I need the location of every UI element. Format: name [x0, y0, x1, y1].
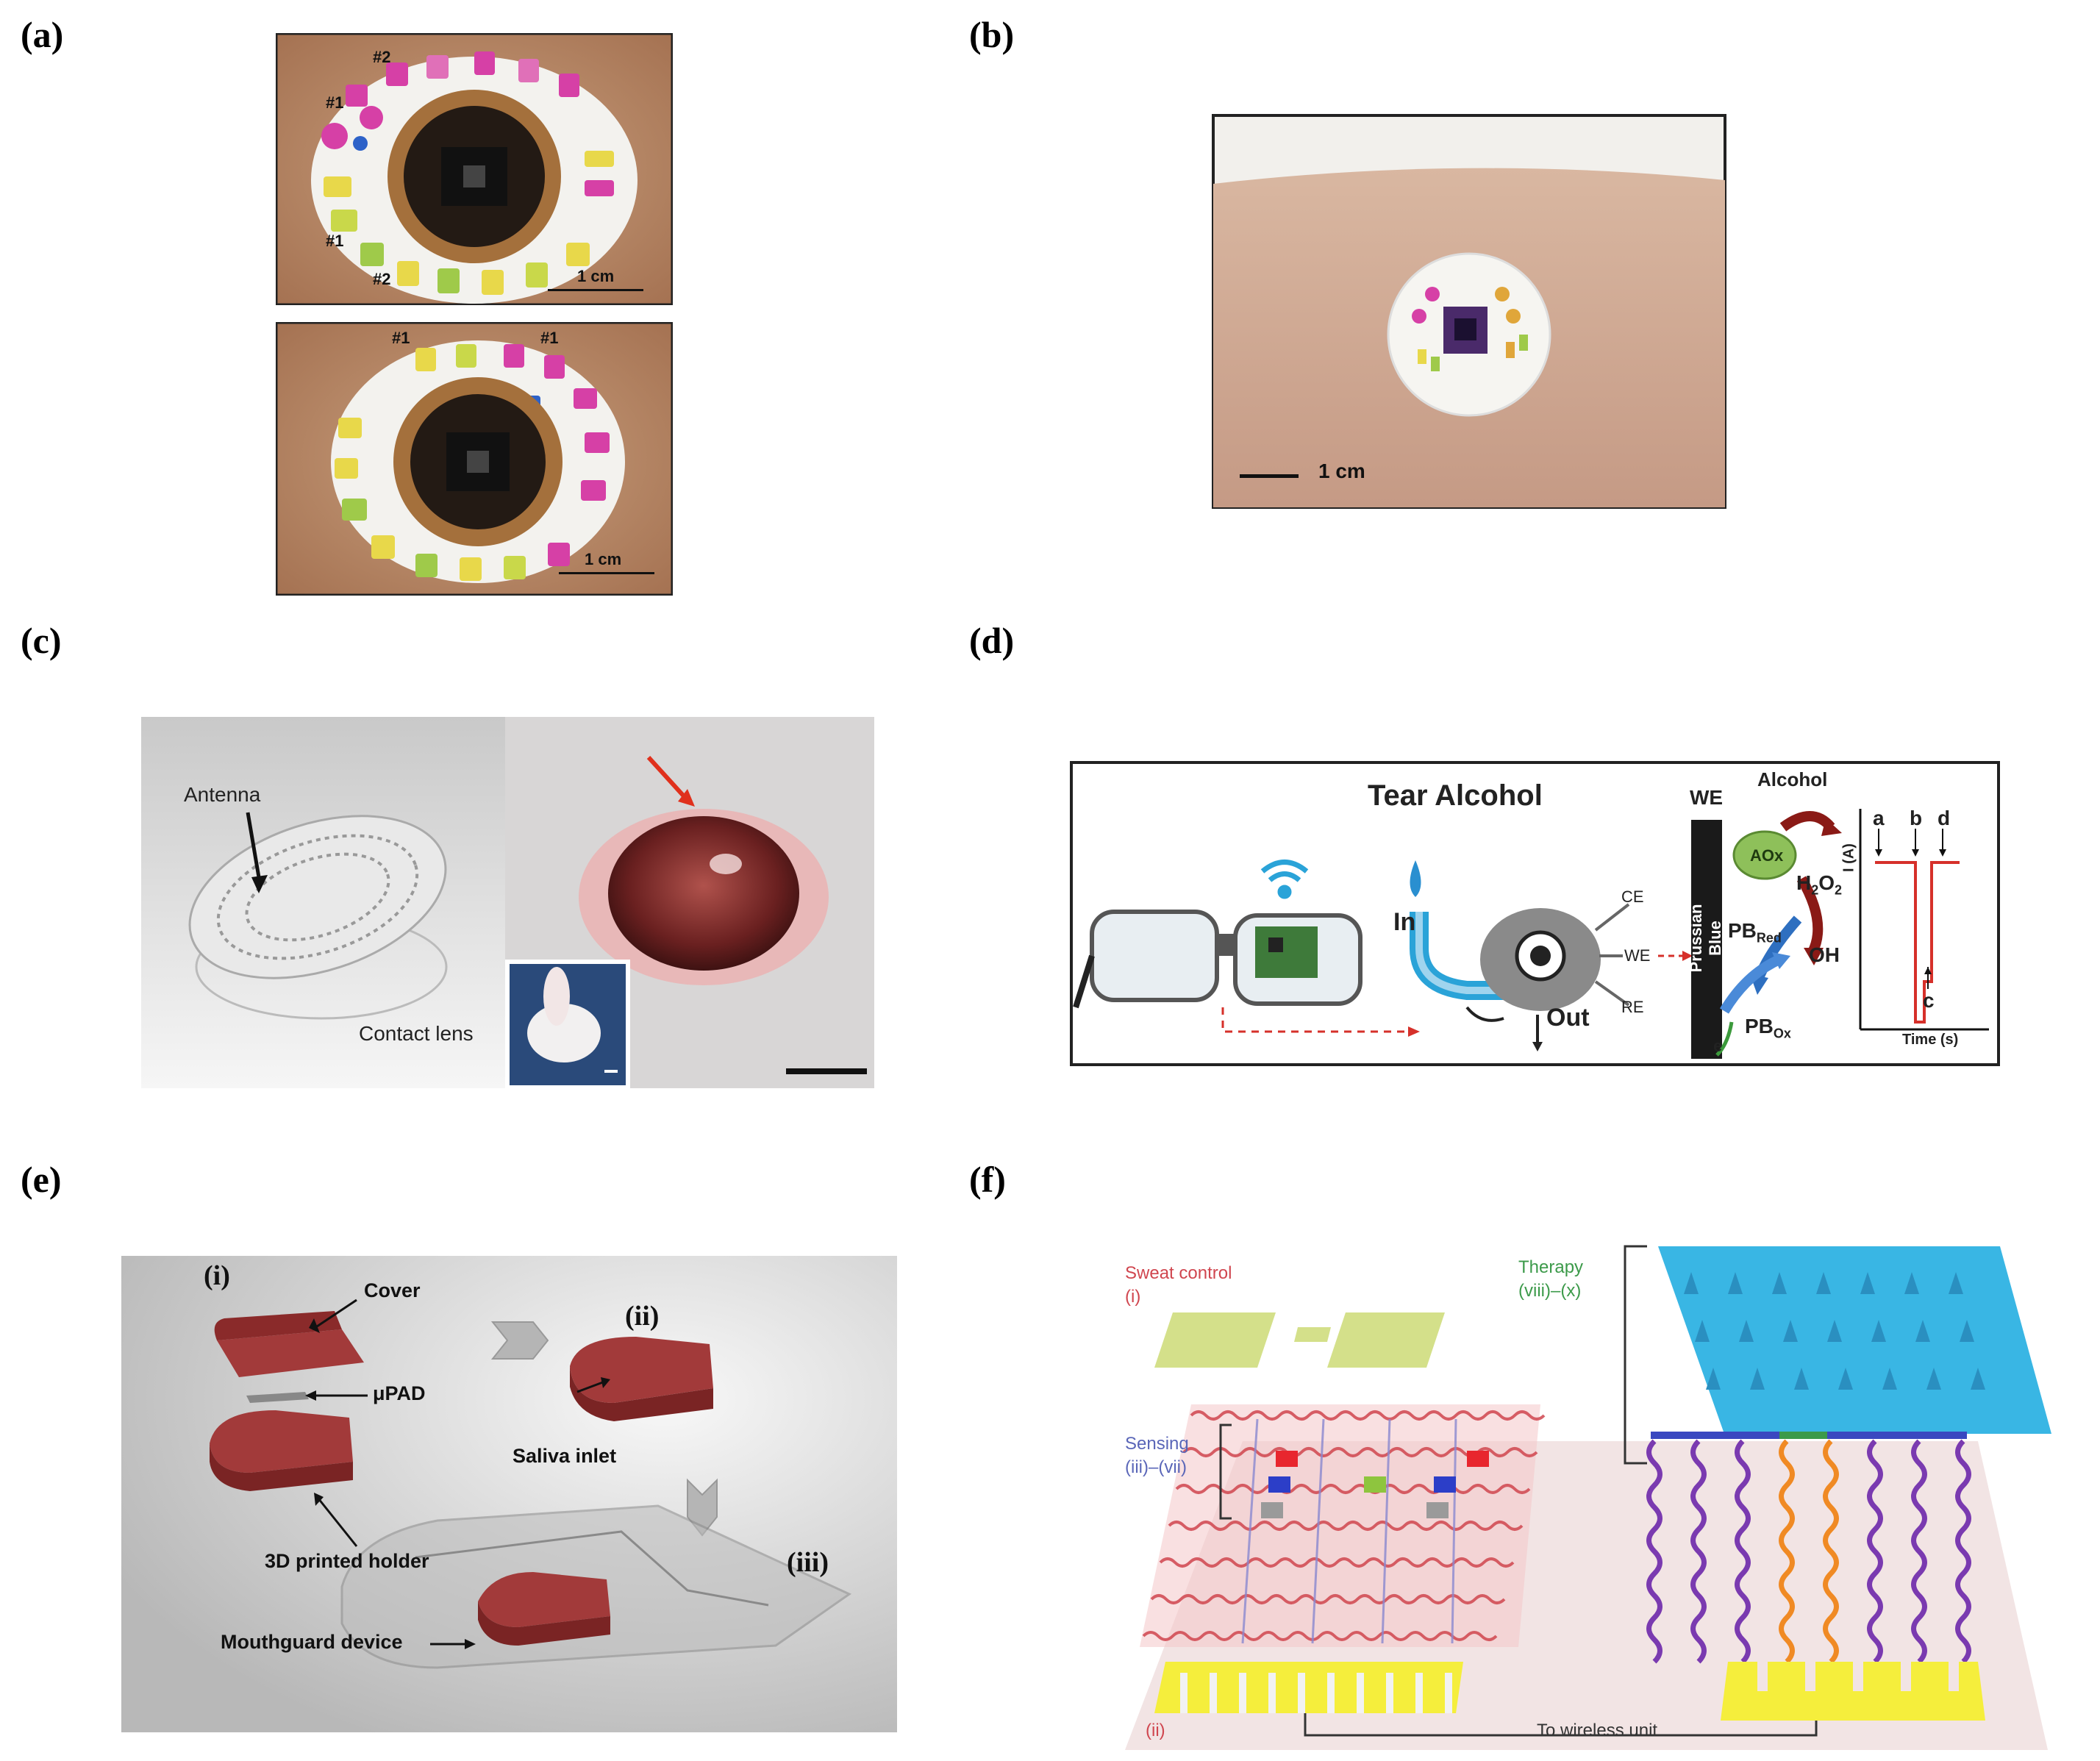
panel-f: Sweat control (i) Therapy (viii)–(x) Sen… [1110, 1243, 2051, 1761]
oh-label: OH [1809, 943, 1840, 966]
plot-mark-a: a [1873, 807, 1885, 829]
sweat-control-pad-left [1154, 1312, 1276, 1368]
electrode-ce: CE [1621, 887, 1644, 906]
h2o2-h: H [1796, 871, 1812, 894]
sweat-patch-schematic [1125, 1245, 2051, 1750]
tear-alcohol-diagram [1070, 761, 2000, 1066]
mark-a-top-2: #1 [326, 93, 344, 112]
upad-label: μPAD [373, 1382, 426, 1404]
panel-label-e: (e) [21, 1159, 62, 1200]
colorimetric-ring-top [321, 51, 614, 295]
pb-red-label: PBRed [1728, 919, 1782, 946]
mark-a-top-3: #1 [326, 232, 344, 250]
sensing-num: (iii)–(vii) [1125, 1457, 1187, 1477]
therapy-num: (viii)–(x) [1518, 1281, 1582, 1301]
pb-red-sub: Red [1756, 930, 1782, 946]
plot-mark-b: b [1910, 807, 1923, 829]
therapy-electrode-pads [1721, 1662, 1985, 1721]
cover-label: Cover [364, 1279, 421, 1301]
plot-xlabel: Time (s) [1902, 1032, 1959, 1048]
panel-b: 1 cm [1212, 114, 1726, 509]
substrate-label: (ii) [1146, 1721, 1165, 1740]
arm-patch-photo [1212, 114, 1726, 509]
therapy-serpentine-heaters [1646, 1432, 1971, 1664]
rabbit-eye-photo [505, 717, 874, 1088]
holder-label: 3D printed holder [265, 1550, 429, 1572]
sweat-control-pad-mid [1294, 1327, 1331, 1342]
h2o2-label: H2O2 [1796, 871, 1842, 899]
inlet-label: In [1393, 908, 1416, 936]
sweat-control-pad-right [1327, 1312, 1445, 1368]
tear-alcohol-title: Tear Alcohol [1368, 779, 1543, 812]
we-header: WE [1690, 786, 1724, 809]
panel-d: Tear Alcohol In Out CE WE RE WE Prussian… [1070, 761, 2000, 1066]
sweat-control-num: (i) [1125, 1287, 1141, 1307]
wireless-unit-label: To wireless unit [1537, 1721, 1658, 1740]
panel-label-b: (b) [969, 14, 1015, 55]
panel-label-a: (a) [21, 14, 64, 55]
mark-a-bottom-2: #1 [540, 329, 559, 347]
sensing-electrode-comb [1154, 1662, 1463, 1713]
scale-bar-b [1240, 474, 1299, 478]
panel-c: Antenna Contact lens [141, 717, 876, 1088]
current-time-plot [1859, 809, 1989, 1031]
aox-label: AOx [1750, 846, 1784, 865]
contact-lens-label: Contact lens [359, 1022, 474, 1045]
h2o2-sub2: 2 [1835, 882, 1843, 898]
mark-a-top-1: #2 [373, 48, 391, 66]
scale-label-a-bottom: 1 cm [585, 550, 622, 568]
pb-ox-pb: PB [1745, 1015, 1774, 1037]
scale-label-b: 1 cm [1318, 460, 1365, 482]
antenna-label: Antenna [184, 783, 261, 806]
alcohol-label: Alcohol [1757, 768, 1828, 790]
plot-mark-d: d [1938, 807, 1951, 829]
mouthguard-label: Mouthguard device [221, 1631, 403, 1653]
plot-ylabel: I (A) [1840, 843, 1857, 872]
panel-a: #2 #1 #1 #2 1 cm #1 #1 [276, 33, 673, 596]
saliva-inlet-label: Saliva inlet [512, 1445, 617, 1467]
h2o2-o: O [1818, 871, 1835, 894]
scale-bar-a-top [548, 289, 643, 291]
aox-enzyme [1732, 830, 1797, 880]
step-i-label: (i) [204, 1260, 230, 1291]
therapy-microneedle-patch [1658, 1246, 2051, 1434]
mark-a-top-4: #2 [373, 270, 391, 288]
panel-label-d: (d) [969, 620, 1015, 661]
pb-ox-sub: Ox [1773, 1026, 1791, 1041]
pb-ox-label: PBOx [1745, 1015, 1791, 1042]
step-ii-label: (ii) [625, 1301, 660, 1332]
eyeglasses-icon [1073, 910, 1362, 1009]
panel-e: (i) (ii) (iii) Cover μPAD 3D printed hol… [121, 1256, 897, 1732]
prussian-blue-label: Prussian Blue [1687, 904, 1724, 973]
scale-bar-a-bottom [559, 572, 654, 574]
outlet-label: Out [1546, 1004, 1590, 1032]
colorimetric-ring-bottom [335, 344, 610, 581]
sensing-label: Sensing [1125, 1434, 1189, 1454]
electron-label: e [1713, 1037, 1723, 1055]
droplet-icon [1410, 860, 1421, 897]
wireless-icon [1260, 860, 1309, 899]
pb-red-pb: PB [1728, 919, 1757, 942]
plot-mark-c: c [1923, 989, 1935, 1012]
electrode-we: WE [1623, 946, 1652, 965]
sensing-serpentine-mesh [1140, 1404, 1546, 1647]
mark-a-bottom-1: #1 [392, 329, 410, 347]
step-iii-label: (iii) [787, 1547, 829, 1578]
scale-label-a-top: 1 cm [577, 267, 615, 285]
mouthguard-render [121, 1256, 897, 1732]
therapy-label: Therapy [1518, 1257, 1584, 1277]
sweat-control-label: Sweat control [1125, 1263, 1232, 1283]
sweat-patch-photo-top [276, 33, 673, 305]
panel-label-c: (c) [21, 620, 62, 661]
h2o2-sub1: 2 [1811, 882, 1819, 898]
contact-lens-render [141, 717, 505, 1088]
panel-label-f: (f) [969, 1159, 1006, 1200]
sweat-patch-photo-bottom [276, 322, 673, 596]
electrode-re: RE [1621, 998, 1644, 1016]
